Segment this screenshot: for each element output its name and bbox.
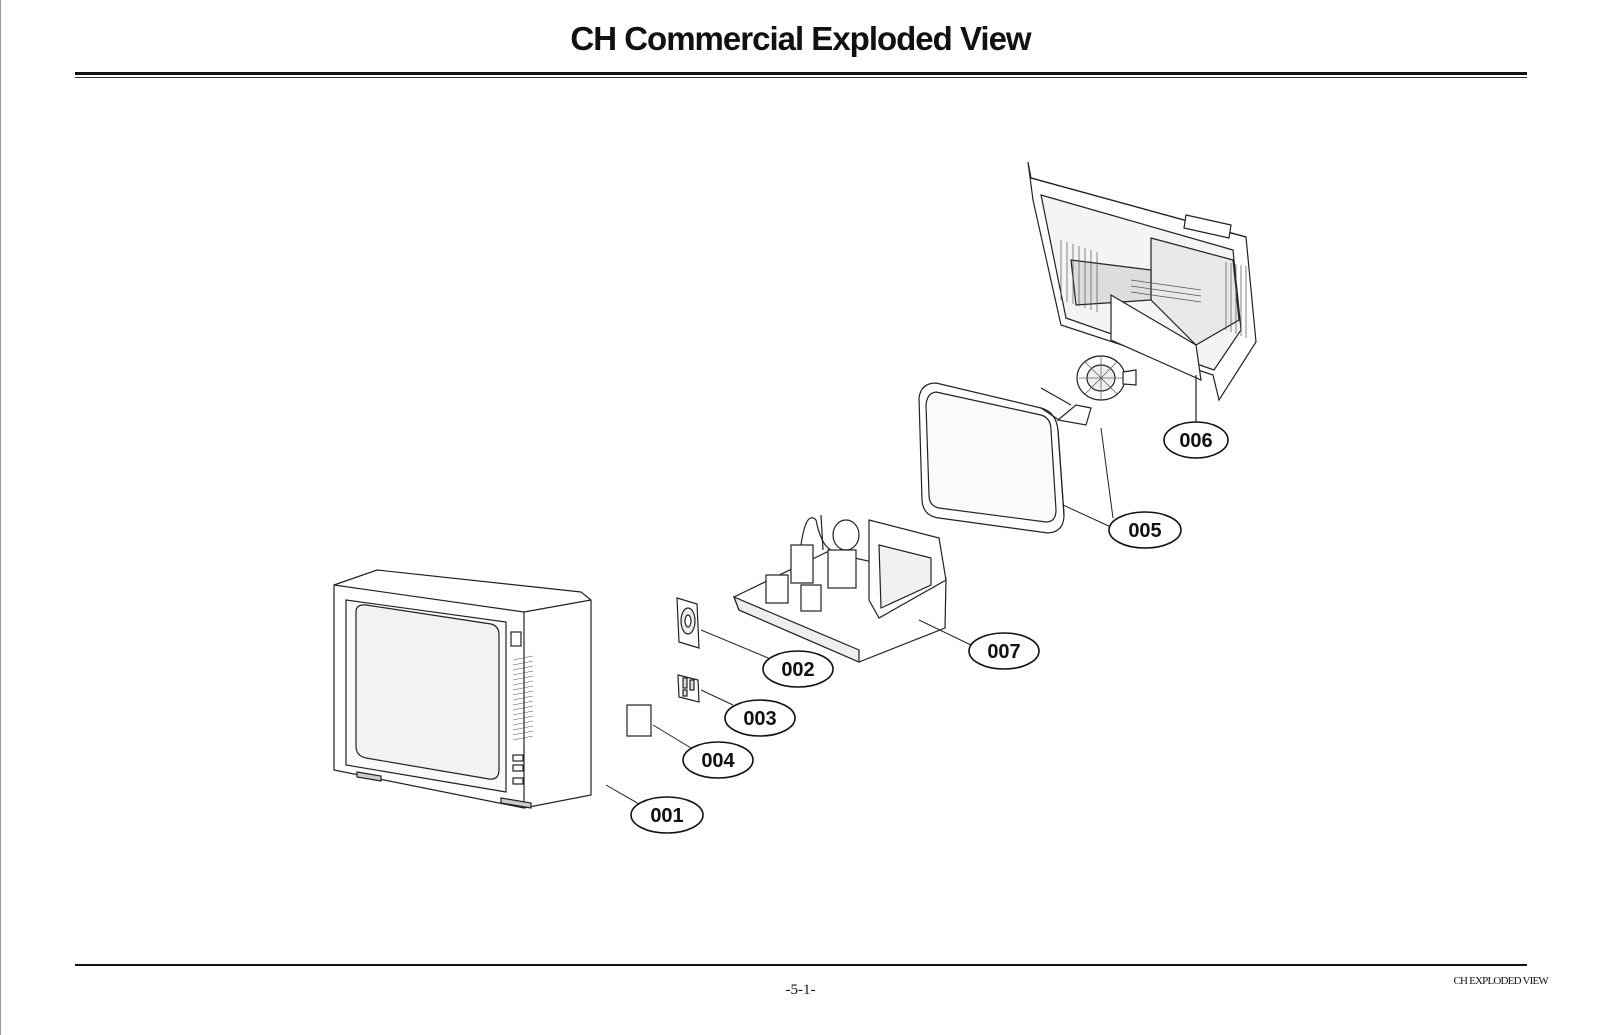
cabinet-speaker-grille xyxy=(512,655,534,741)
callout-007: 007 xyxy=(968,632,1040,670)
callout-005: 005 xyxy=(1108,511,1182,549)
svg-text:007: 007 xyxy=(987,641,1020,663)
callout-002: 002 xyxy=(762,650,834,688)
callouts: 001 002 003 004 005 006 xyxy=(630,421,1229,834)
svg-text:006: 006 xyxy=(1179,430,1212,452)
part-deflection-yoke xyxy=(1076,355,1137,401)
callout-001: 001 xyxy=(630,796,704,834)
part-chassis xyxy=(732,514,947,663)
header-rule xyxy=(75,72,1527,75)
footer-rule xyxy=(75,964,1527,966)
part-label-card xyxy=(626,704,652,737)
part-control-board xyxy=(677,674,700,703)
svg-text:001: 001 xyxy=(650,805,683,827)
part-speaker xyxy=(676,597,700,649)
svg-text:003: 003 xyxy=(743,708,776,730)
section-tag: CH EXPLODED VIEW xyxy=(1453,975,1548,987)
callout-003: 003 xyxy=(724,699,796,737)
callout-004: 004 xyxy=(682,741,754,779)
back-cover-vents xyxy=(1060,240,1247,338)
page-title: CH Commercial Exploded View xyxy=(570,20,1031,57)
svg-text:004: 004 xyxy=(701,750,735,772)
part-front-cabinet xyxy=(333,569,592,809)
callout-006: 006 xyxy=(1163,421,1229,459)
svg-text:005: 005 xyxy=(1128,520,1161,542)
svg-text:002: 002 xyxy=(781,659,814,681)
part-crt xyxy=(918,382,1092,534)
page-number: -5-1- xyxy=(785,982,816,998)
header-rule-thin xyxy=(75,77,1527,78)
